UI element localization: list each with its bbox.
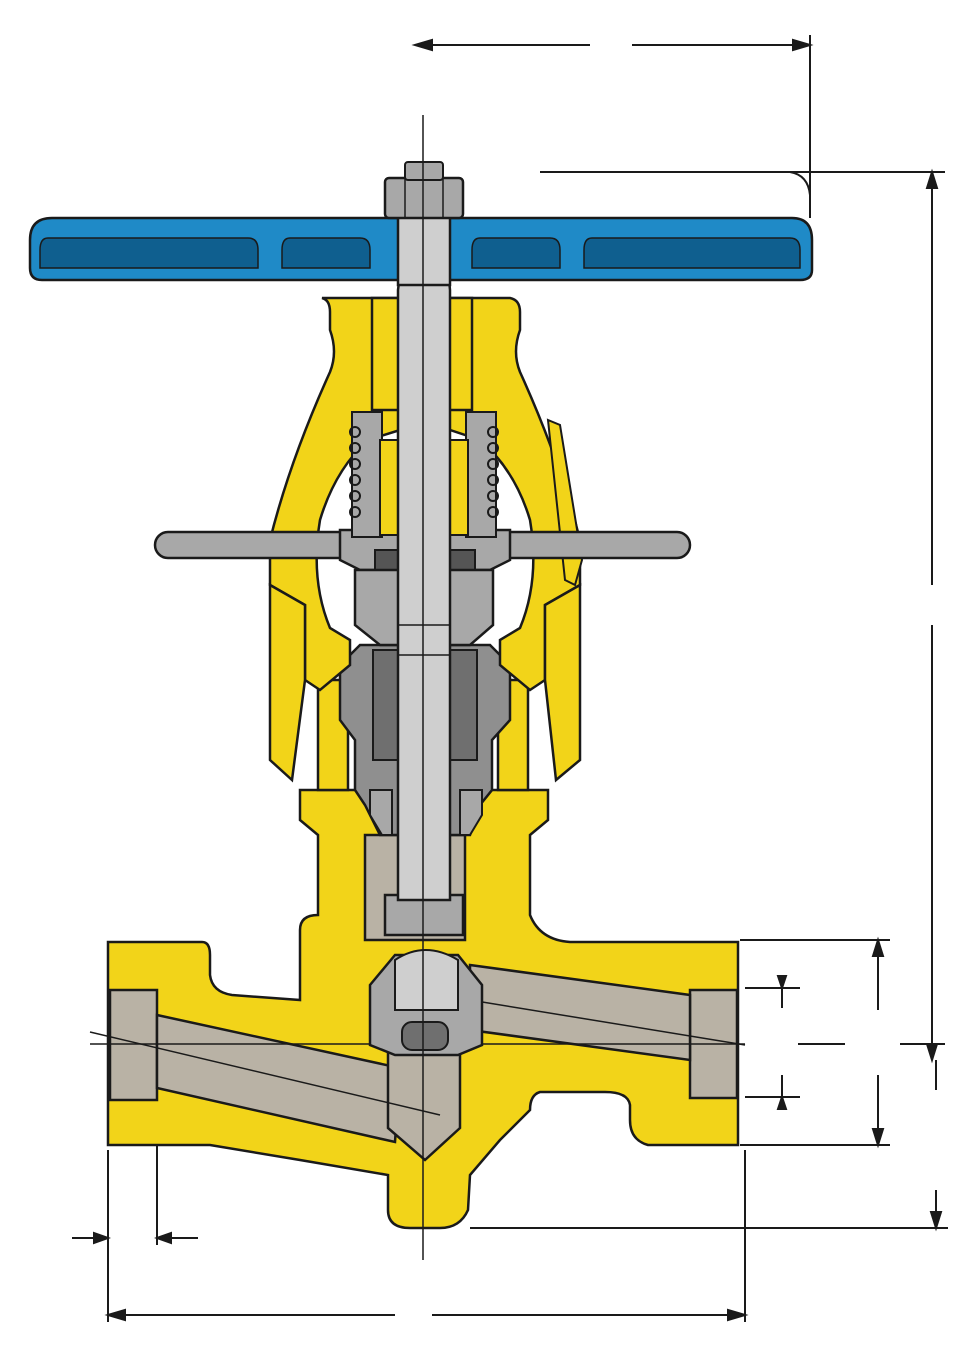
handwheel-spoke-recess	[471, 237, 561, 269]
stem-collar	[383, 893, 465, 937]
dim-arrow-icon	[871, 936, 885, 957]
dim-arrow-icon	[776, 975, 788, 992]
dim-extension	[540, 171, 811, 196]
yoke	[268, 296, 584, 783]
disc-assembly	[368, 893, 484, 1057]
dimension-lines	[72, 35, 948, 1322]
disc-pin	[401, 1021, 449, 1051]
dim-arrow-icon	[104, 1308, 126, 1322]
spring-left-icon	[349, 426, 361, 518]
handwheel-hub	[396, 213, 452, 287]
left-socket	[108, 988, 159, 1102]
dim-arrow-icon	[154, 1231, 172, 1245]
handwheel-spoke-recess	[583, 237, 801, 269]
dim-arrow-icon	[411, 38, 433, 52]
valve-stem	[396, 193, 452, 902]
dim-arrow-icon	[727, 1308, 749, 1322]
disc-nut	[394, 949, 459, 1011]
spring-right-icon	[487, 426, 499, 518]
dim-arrow-icon	[925, 1043, 939, 1064]
stem-tip	[404, 161, 444, 181]
backseat-right	[459, 789, 483, 836]
yoke-leg-left	[268, 582, 307, 783]
dim-arrow-icon	[792, 38, 814, 52]
handwheel-spoke-recess	[281, 237, 371, 269]
inlet-passage	[155, 1013, 402, 1144]
dim-arrow-icon	[925, 168, 939, 189]
stem	[396, 193, 452, 902]
dim-arrow-icon	[929, 1211, 943, 1232]
passage-centerline	[89, 1031, 441, 1116]
yoke-leg-right	[543, 582, 582, 783]
dim-arrow-icon	[93, 1231, 111, 1245]
dim-arrow-icon	[871, 1128, 885, 1149]
handwheel	[28, 161, 814, 287]
handwheel-spoke-recess	[39, 237, 259, 269]
dim-arrow-icon	[776, 1093, 788, 1110]
handwheel-nut-icon	[383, 176, 465, 220]
backseat-left	[369, 789, 393, 836]
passage-centerline	[469, 999, 746, 1046]
